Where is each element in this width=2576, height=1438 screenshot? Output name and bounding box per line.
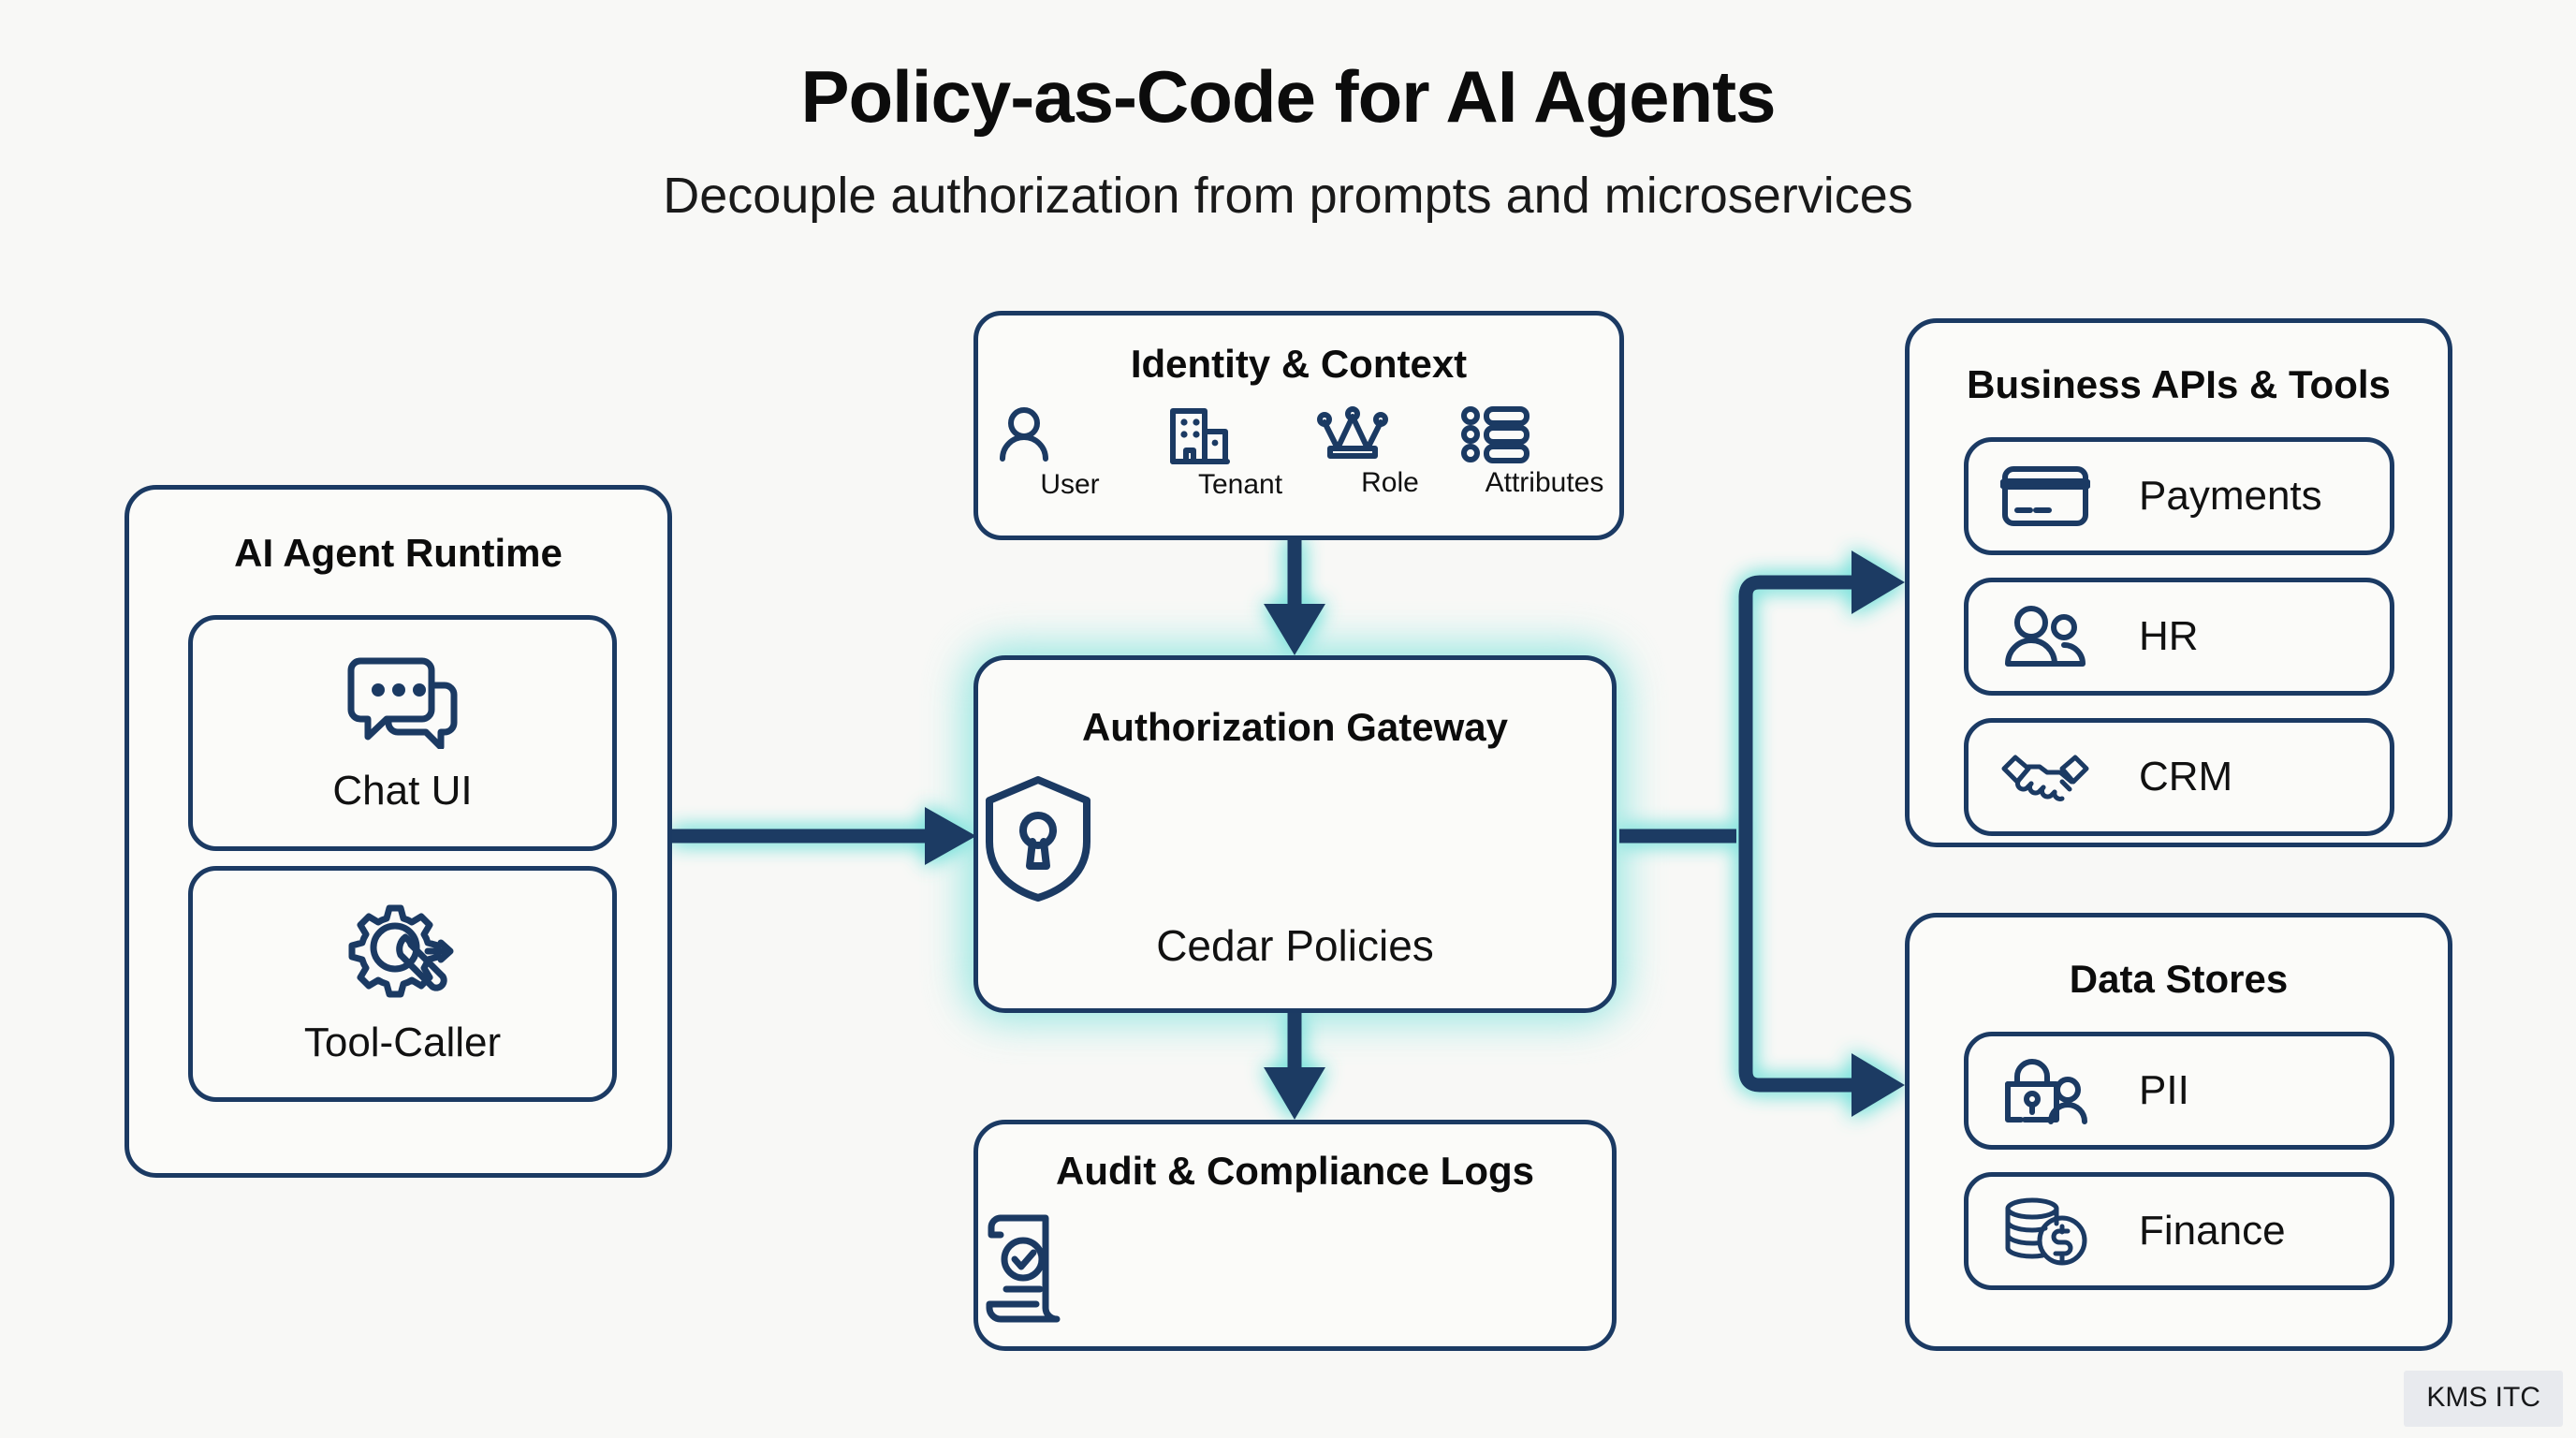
page-subtitle: Decouple authorization from prompts and … — [663, 168, 1913, 224]
connector-identity-to-gateway — [1264, 538, 1325, 655]
crown-icon — [1315, 405, 1465, 463]
credit-card-icon — [2000, 463, 2090, 529]
runtime-item-tool-caller[interactable]: Tool-Caller — [188, 866, 617, 1102]
ai-agent-runtime-title: AI Agent Runtime — [234, 531, 563, 575]
connector-gateway-to-audit — [1264, 1013, 1325, 1120]
watermark-label: KMS ITC — [2404, 1371, 2563, 1427]
connector-runtime-to-gateway — [672, 807, 976, 865]
identity-context-box[interactable]: Identity & Context User — [973, 311, 1624, 540]
coins-dollar-icon — [2000, 1196, 2090, 1267]
business-api-item-payments[interactable]: Payments — [1964, 437, 2394, 555]
audit-compliance-logs-title: Audit & Compliance Logs — [1055, 1149, 1534, 1193]
data-store-item-label: PII — [2139, 1067, 2189, 1113]
business-api-item-label: CRM — [2139, 754, 2233, 800]
person-icon — [995, 405, 1145, 465]
identity-item-label: User — [1040, 469, 1100, 500]
lock-person-icon — [2000, 1056, 2090, 1125]
gateway-caption: Cedar Policies — [1156, 921, 1434, 970]
handshake-icon — [2000, 744, 2090, 810]
scroll-check-icon — [978, 1211, 1612, 1325]
authorization-gateway-title: Authorization Gateway — [1081, 705, 1509, 749]
business-api-item-crm[interactable]: CRM — [1964, 718, 2394, 836]
data-stores-box[interactable]: Data Stores — [1905, 913, 2452, 1351]
authorization-gateway-box[interactable]: Authorization Gateway Cedar Policies — [973, 655, 1617, 1013]
building-icon — [1165, 405, 1315, 465]
audit-compliance-logs-box[interactable]: Audit & Compliance Logs — [973, 1120, 1617, 1351]
identity-context-title: Identity & Context — [1130, 342, 1468, 386]
business-api-item-hr[interactable]: HR — [1964, 578, 2394, 696]
data-store-item-label: Finance — [2139, 1208, 2286, 1254]
data-stores-title: Data Stores — [2069, 957, 2289, 1001]
people-icon — [2000, 604, 2090, 669]
connector-gateway-to-targets — [1619, 550, 1905, 1117]
identity-item-label: Tenant — [1197, 469, 1283, 500]
chat-bubbles-icon — [347, 652, 458, 749]
runtime-item-label: Tool-Caller — [303, 1020, 502, 1065]
business-api-item-label: Payments — [2139, 473, 2322, 519]
identity-item-tenant[interactable]: Tenant — [1165, 405, 1315, 501]
business-apis-title: Business APIs & Tools — [1967, 362, 2391, 406]
business-api-item-label: HR — [2139, 613, 2199, 659]
business-apis-box[interactable]: Business APIs & Tools Payments — [1905, 318, 2452, 847]
ai-agent-runtime-box[interactable]: AI Agent Runtime Chat UI — [124, 485, 672, 1178]
identity-item-attributes[interactable]: Attributes — [1460, 405, 1629, 499]
gear-wrench-icon — [345, 902, 460, 1001]
identity-item-user[interactable]: User — [995, 405, 1145, 501]
page-title: Policy-as-Code for AI Agents — [800, 55, 1776, 138]
data-store-item-finance[interactable]: Finance — [1964, 1172, 2394, 1290]
identity-item-label: Role — [1361, 467, 1419, 498]
list-icon — [1460, 405, 1629, 463]
runtime-item-chat-ui[interactable]: Chat UI — [188, 615, 617, 851]
identity-item-label: Attributes — [1485, 467, 1604, 498]
identity-item-role[interactable]: Role — [1315, 405, 1465, 499]
runtime-item-label: Chat UI — [332, 768, 473, 814]
shield-keyhole-icon — [978, 772, 1612, 903]
data-store-item-pii[interactable]: PII — [1964, 1032, 2394, 1150]
